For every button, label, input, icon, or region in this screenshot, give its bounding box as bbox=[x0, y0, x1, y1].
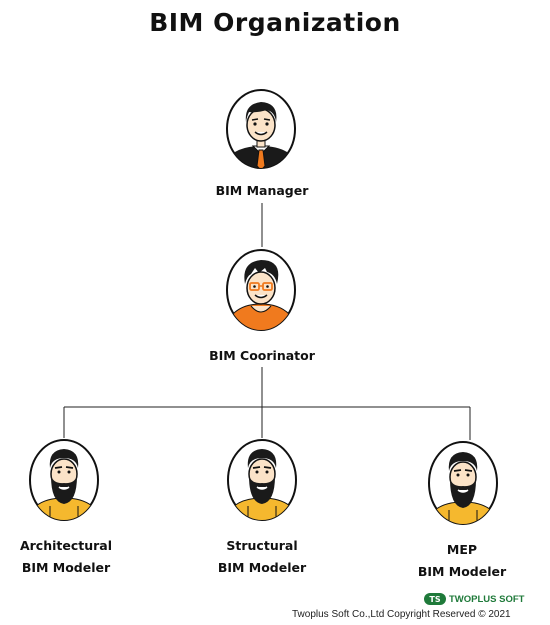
manager-label: BIM Manager bbox=[215, 183, 309, 198]
mep-modeler-avatar bbox=[428, 441, 498, 525]
coordinator-label: BIM Coorinator bbox=[209, 348, 315, 363]
manager-avatar bbox=[226, 89, 296, 169]
structural-modeler-avatar bbox=[227, 439, 297, 521]
structural-label-line1: Structural bbox=[226, 538, 298, 553]
architectural-label-line2: BIM Modeler bbox=[21, 560, 111, 575]
coordinator-avatar bbox=[226, 249, 296, 331]
diagram-title: BIM Organization bbox=[149, 8, 401, 37]
architectural-label-line1: Architectural bbox=[19, 538, 113, 553]
mep-label-line2: BIM Modeler bbox=[417, 564, 507, 579]
logo-text: TWOPLUS SOFT bbox=[449, 593, 525, 605]
architectural-modeler-avatar bbox=[29, 439, 99, 521]
twoplus-soft-logo: TS TWOPLUS SOFT bbox=[424, 593, 524, 605]
structural-label-line2: BIM Modeler bbox=[217, 560, 307, 575]
logo-mark: TS bbox=[424, 593, 446, 605]
copyright-text: Twoplus Soft Co.,Ltd Copyright Reserved … bbox=[292, 609, 511, 620]
mep-label-line1: MEP bbox=[446, 542, 478, 557]
